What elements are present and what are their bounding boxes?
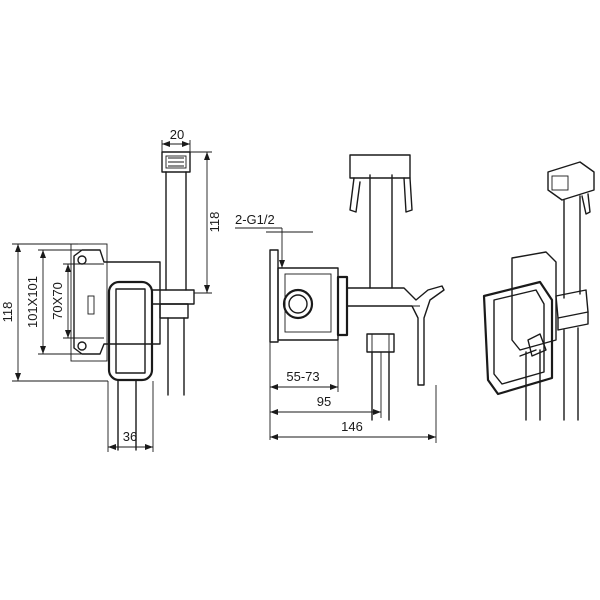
dim-arrow: [204, 152, 210, 160]
hose-right: [167, 317, 185, 396]
valve-body: [277, 267, 339, 341]
dim-outlet-distance: 95: [317, 394, 331, 409]
dim-front-depth: 36: [123, 429, 137, 444]
perspective-shower-head: [547, 161, 595, 201]
inlet-thread-outer: [282, 288, 314, 320]
perspective-back-plate: [511, 251, 557, 351]
dim-arrow: [40, 346, 46, 354]
perspective-cover-face: [493, 289, 545, 385]
handshower-trigger-rear: [403, 177, 413, 213]
dim-total-length: 146: [341, 419, 363, 434]
perspective-holder-ring: [557, 311, 589, 331]
holder-clip: [159, 303, 189, 319]
handshower-trigger: [349, 177, 361, 213]
shower-holder: [151, 289, 195, 305]
handshower-body: [369, 174, 393, 289]
dim-arrow: [108, 444, 116, 450]
dim-front-box-size: 70X70: [50, 282, 65, 320]
dim-arrow: [204, 285, 210, 293]
wall-box-outline: [70, 243, 108, 362]
perspective-holder: [555, 289, 589, 319]
cover-plate-side: [336, 275, 349, 337]
left-view: 118 101X101 70X70 36 20 1: [0, 127, 222, 452]
outlet-nut-flats: [371, 334, 390, 352]
dim-arrow: [182, 141, 190, 147]
inlet-thread-inner: [288, 294, 308, 314]
handshower-head: [349, 154, 411, 179]
outlet-nut: [366, 333, 395, 353]
dim-arrow: [65, 264, 71, 272]
rough-in-body: [73, 249, 161, 355]
dim-arrow: [162, 141, 170, 147]
perspective-shower-handle: [563, 195, 581, 299]
mount-screw-bottom: [77, 341, 87, 351]
valve-body-inner: [284, 273, 332, 333]
shower-nozzle: [165, 155, 187, 169]
shower-handle: [165, 171, 187, 291]
perspective-lever: [527, 333, 547, 357]
dim-arrow: [15, 244, 21, 252]
perspective-hose-joint: [519, 349, 537, 357]
dim-arrow: [15, 373, 21, 381]
dim-arrow: [270, 409, 278, 415]
dim-front-total-height: 118: [0, 302, 15, 323]
wall-flange: [269, 249, 279, 343]
dim-handshower-width: 20: [170, 127, 184, 142]
perspective-hose-right: [563, 327, 579, 421]
dim-thread: 2-G1/2: [235, 212, 275, 227]
lever-handle: [346, 285, 445, 386]
shower-head: [161, 151, 191, 173]
dim-wall-range: 55-73: [286, 369, 319, 384]
outlet-hose: [371, 351, 390, 421]
dim-arrow: [330, 384, 338, 390]
hose-left: [117, 379, 137, 451]
dim-arrow: [65, 330, 71, 338]
dim-handshower-height: 118: [207, 212, 222, 233]
dim-arrow: [428, 434, 436, 440]
cover-plate-inner: [115, 288, 146, 374]
perspective-nozzle: [551, 175, 569, 191]
connector-stub: [87, 295, 95, 315]
dim-front-plate-size: 101X101: [25, 276, 40, 328]
middle-view: 2-G1/2 55-73 95 146: [235, 154, 445, 443]
perspective-trigger: [581, 193, 591, 215]
dim-arrow: [145, 444, 153, 450]
cover-plate: [107, 280, 154, 382]
dim-arrow: [279, 260, 285, 268]
dim-arrow: [270, 384, 278, 390]
nozzle-holes: [168, 157, 184, 167]
dim-arrow: [40, 250, 46, 258]
perspective-hose-left: [525, 349, 541, 421]
dim-arrow: [270, 434, 278, 440]
dim-arrow: [373, 409, 381, 415]
perspective-cover: [482, 280, 554, 396]
right-view: [482, 161, 595, 421]
mount-screw-top: [77, 255, 87, 265]
